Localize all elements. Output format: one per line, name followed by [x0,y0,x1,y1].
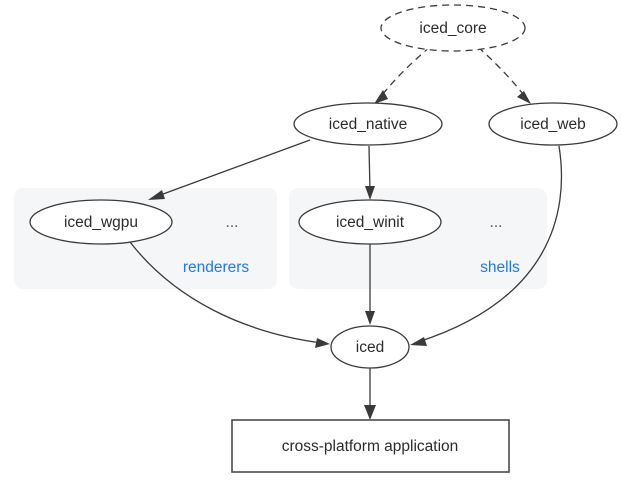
node-iced-web-label: iced_web [520,116,586,133]
edge-iced-wgpu-to-iced [129,241,330,348]
cluster-renderers-label: renderers [183,259,250,276]
node-iced-native[interactable]: iced_native [293,102,443,146]
edge-iced-core-to-iced-native-arrowhead [374,90,388,104]
edge-iced-wgpu-to-iced-line [129,241,323,344]
edge-iced-native-to-iced-wgpu-arrowhead [148,190,165,200]
node-iced[interactable]: iced [330,325,410,369]
edge-iced-winit-to-iced-arrowhead [365,311,375,325]
node-cross-platform-application-shape[interactable] [231,419,510,473]
node-cross-platform-application-label: cross-platform application [282,438,459,455]
node-iced-winit[interactable]: iced_winit [298,199,442,245]
node-iced-wgpu-label: iced_wgpu [64,214,138,231]
edge-iced-core-to-iced-web-arrowhead [517,91,531,104]
edge-iced-wgpu-to-iced-arrowhead [315,338,330,348]
edge-iced-web-to-iced-arrowhead [410,337,427,346]
cluster-shells-label: shells [480,259,520,276]
edge-iced-web-to-iced-line [417,145,563,343]
node-iced-shape[interactable] [330,325,410,369]
edge-iced-core-to-iced-web-line [477,46,528,100]
edge-iced-native-to-iced-wgpu-line [154,139,311,198]
shells-more-icon: ... [490,214,503,231]
node-iced-label: iced [356,339,384,356]
node-iced-web[interactable]: iced_web [488,102,618,146]
edge-iced-core-to-iced-web [477,46,531,104]
edge-iced-native-to-iced-winit-arrowhead [365,186,375,200]
node-iced-wgpu-shape[interactable] [29,199,173,245]
node-iced-core-shape[interactable] [380,4,526,52]
edge-iced-core-to-iced-native-line [377,46,431,101]
edge-iced-native-to-iced-winit-line [368,145,371,193]
edge-iced-winit-to-iced [365,244,375,325]
node-iced-native-shape[interactable] [293,102,443,146]
edge-iced-core-to-iced-native [374,46,431,104]
node-iced-core[interactable]: iced_core [380,4,526,52]
node-iced-wgpu[interactable]: iced_wgpu [29,199,173,245]
edge-iced-native-to-iced-wgpu [148,139,311,200]
edge-iced-to-application [364,368,376,420]
edge-iced-web-to-iced [410,145,563,346]
node-cross-platform-application[interactable]: cross-platform application [231,419,510,473]
node-iced-winit-label: iced_winit [336,214,405,231]
renderers-more-icon: ... [226,214,239,231]
edge-iced-native-to-iced-winit [365,145,375,200]
node-iced-native-label: iced_native [329,116,407,133]
edge-iced-to-application-arrowhead [364,405,376,420]
node-iced-winit-shape[interactable] [298,199,442,245]
node-iced-core-label: iced_core [419,20,486,37]
node-iced-web-shape[interactable] [488,102,618,146]
